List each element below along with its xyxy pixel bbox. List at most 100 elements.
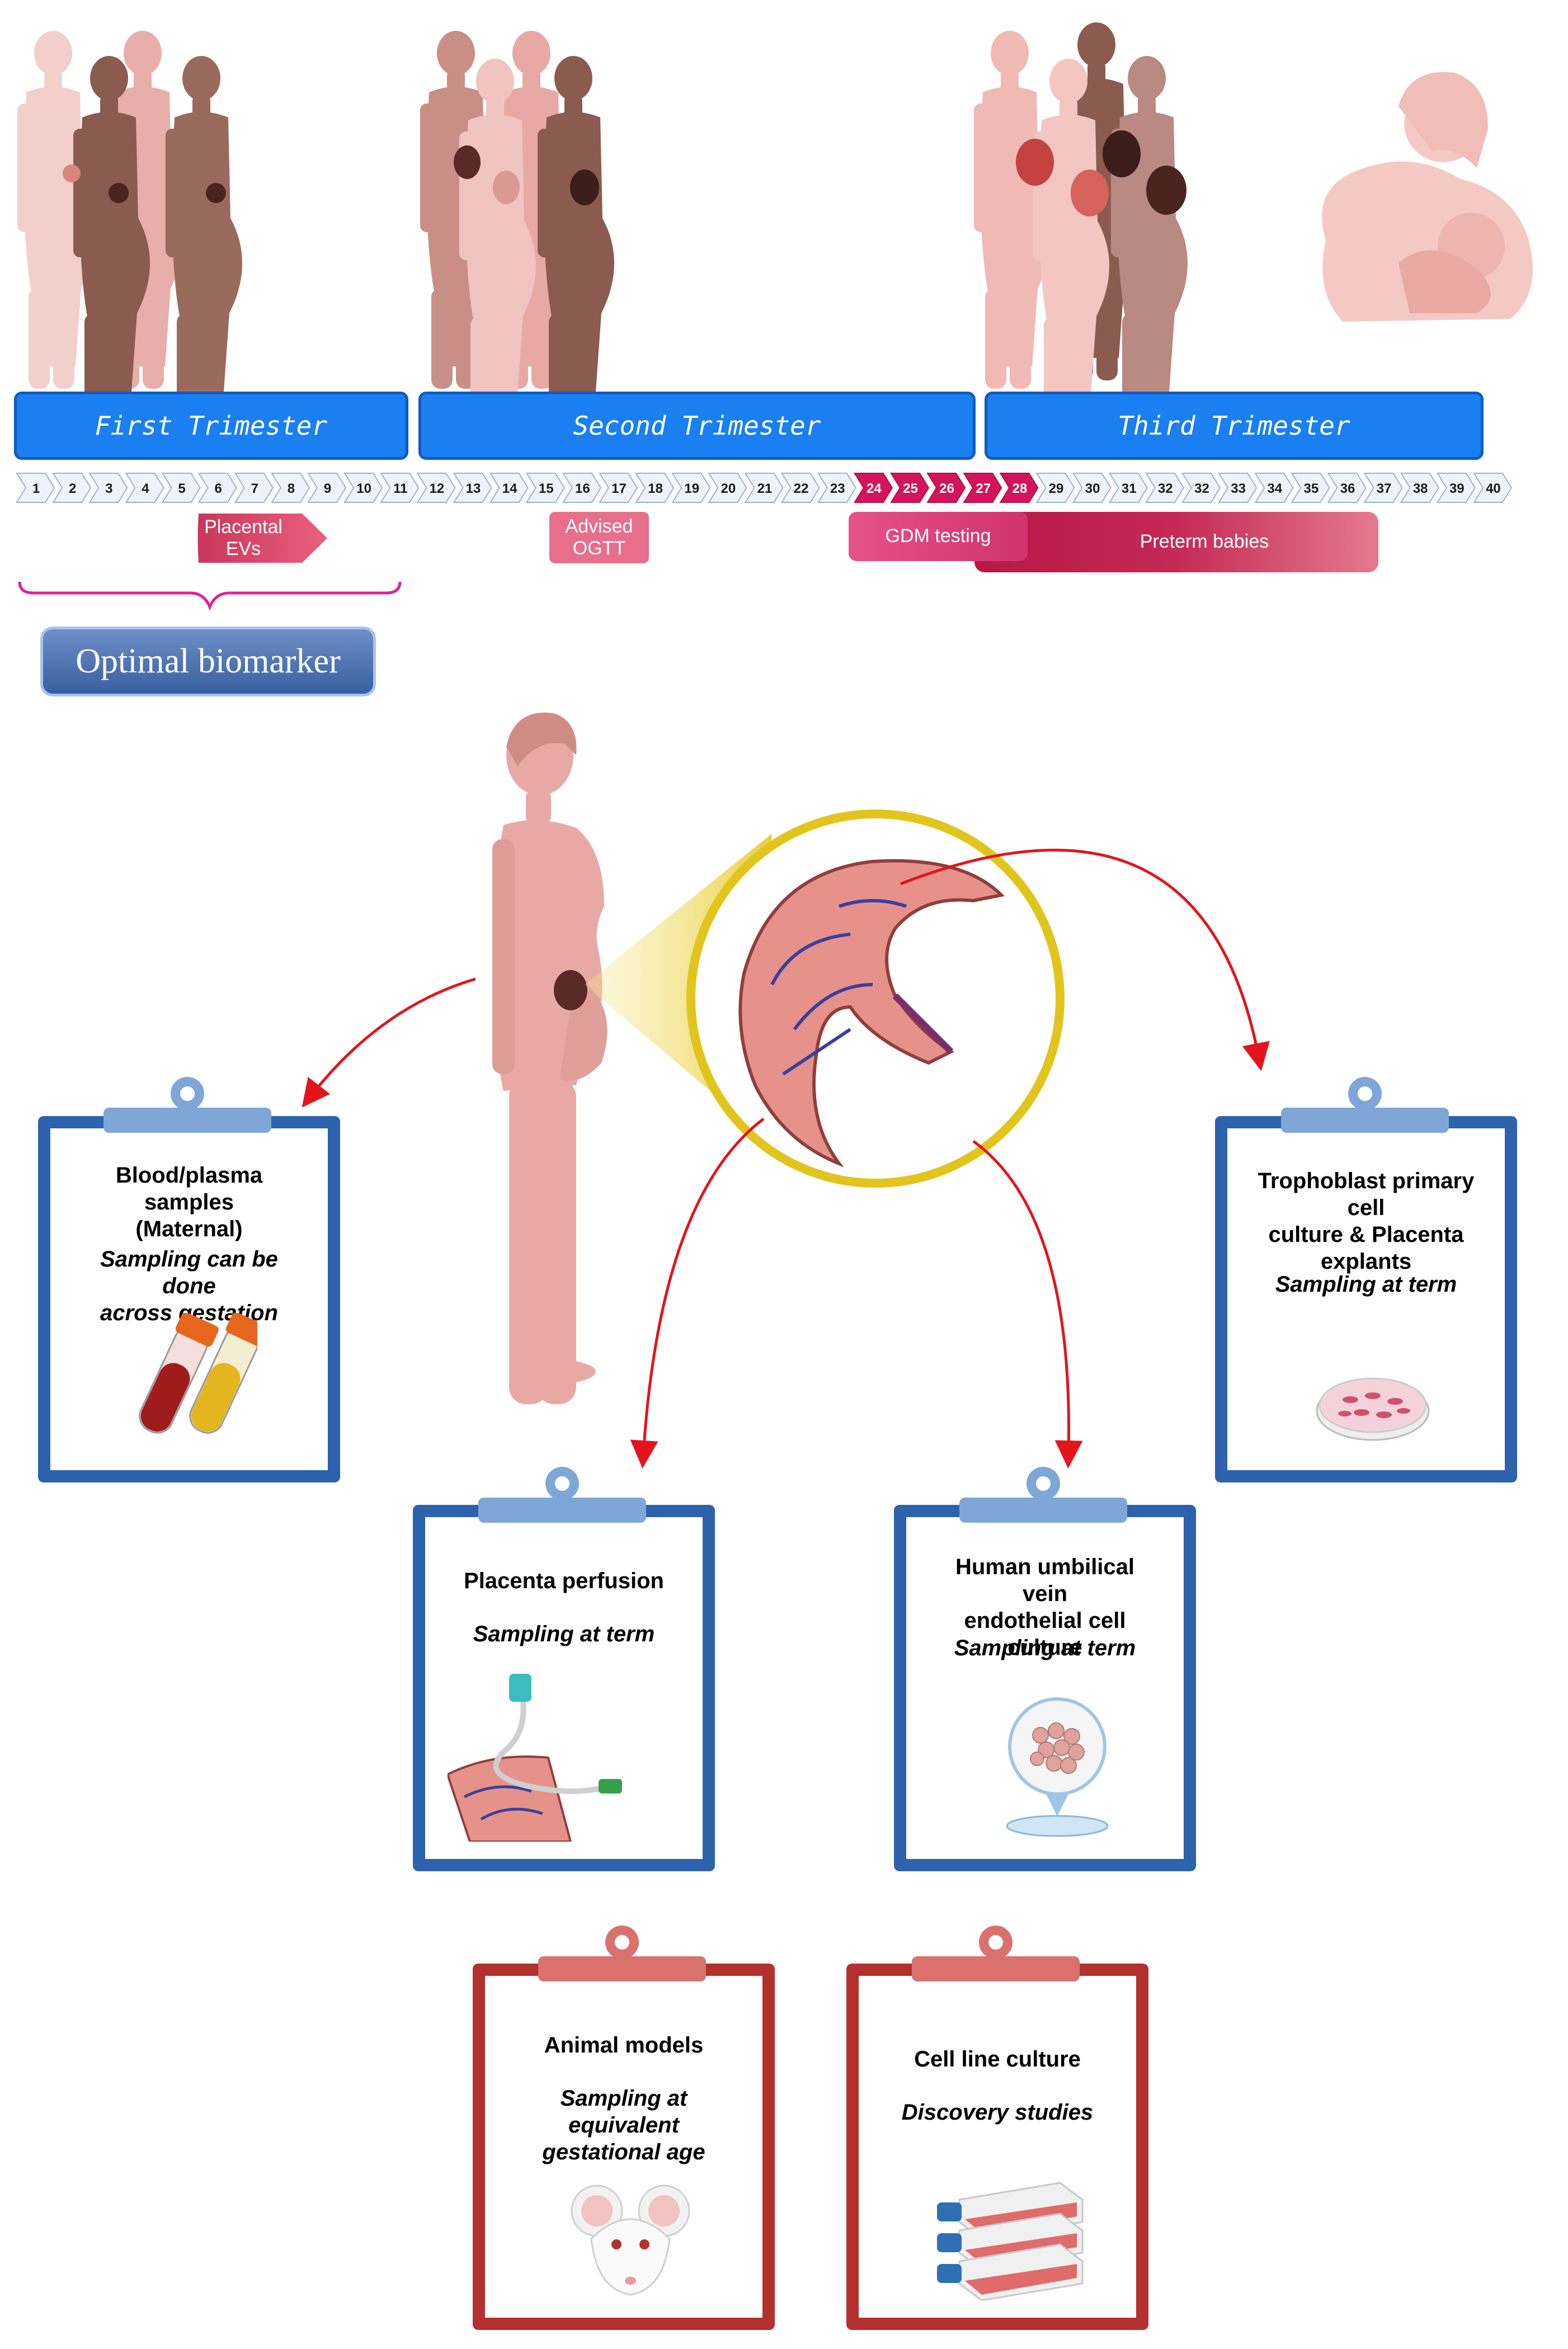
trophoblast-title: Trophoblast primary cell culture & Place… [1258,1169,1475,1274]
arrow-to-blood [302,977,476,1108]
week-chevron [380,473,420,503]
week-chevron [307,473,347,503]
pregnant-woman-icon [492,712,608,1404]
week-chevron [999,473,1039,503]
week-chevron [1291,473,1330,503]
trophoblast-subtitle: Sampling at term [1275,1272,1457,1297]
clipboard-animal-clip [538,1926,706,1981]
week-label: 34 [1267,481,1282,496]
week-label: 37 [1377,481,1392,496]
week-chevron [234,473,274,503]
week-label: 29 [1049,481,1064,496]
week-label: 7 [251,481,258,496]
week-label: 10 [356,481,371,496]
week-chevron [963,473,1002,503]
week-label: 31 [1122,481,1137,496]
week-label: 36 [1340,481,1355,496]
first-trimester-label: First Trimester [95,411,328,441]
week-chevron [635,473,675,503]
clipboard-cellline-clip [912,1926,1080,1981]
week-chevron [780,473,820,503]
perfusion-tubing-icon [448,1674,622,1842]
first-trimester-women [17,31,243,414]
week-label: 40 [1486,481,1501,496]
week-label: 18 [648,481,663,496]
week-label: 14 [502,481,517,496]
optimal-biomarker-label: Optimal biomarker [76,642,341,680]
week-label: 26 [939,481,954,496]
arrow-to-perfusion [630,1118,765,1468]
cell-culture-icon [1006,1697,1109,1837]
week-chevron [817,473,856,503]
week-chevron [453,473,492,503]
third-trimester-bar: Third Trimester [985,392,1484,460]
week-chevron [599,473,638,503]
week-chevron [1436,473,1476,503]
week-chevron [271,473,310,503]
week-chevron [525,473,566,503]
advised-ogtt-badge-bg [549,512,649,563]
first-trimester-bracket [18,581,402,611]
week-label: 28 [1013,481,1028,496]
week-label: 24 [867,481,882,496]
week-label: 21 [757,481,773,496]
week-chevron [1181,473,1221,503]
arrow-to-huvec [972,1140,1083,1468]
week-label: 6 [214,481,222,496]
week-label: 39 [1449,481,1465,496]
culture-flask-icon [937,2182,1084,2300]
week-chevron [1327,473,1367,503]
second-trimester-women [420,31,615,417]
week-chevron [1473,473,1513,503]
preterm-babies-label: Preterm babies [1139,531,1269,553]
advised-ogtt-label: Advised OGTT [565,515,633,559]
week-chevron [854,473,893,503]
week-label: 4 [142,481,149,496]
week-label: 13 [466,481,481,496]
week-label: 20 [721,481,736,496]
perfusion-subtitle: Sampling at term [473,1622,655,1646]
animal-subtitle: Sampling at equivalent gestational age [542,2086,705,2164]
cellline-title: Cell line culture [914,2047,1081,2072]
breastfeeding-mother-icon [1322,72,1533,322]
week-label: 33 [1231,481,1246,496]
huvec-title: Human umbilical vein endothelial cell cu… [955,1555,1135,1660]
clipboard-perfusion: Placenta perfusion Sampling at term [413,1505,715,1871]
week-chevron [489,473,529,503]
week-label: 30 [1085,481,1100,496]
week-chevron [744,473,784,503]
week-chevron [708,473,747,503]
week-label: 11 [393,481,407,496]
week-label: 22 [794,481,809,496]
week-chevron [1363,473,1403,503]
week-label: 2 [69,481,76,496]
week-chevron [1218,473,1258,503]
week-chevron [1145,473,1185,503]
week-label: 27 [976,481,991,496]
week-label: 3 [105,481,112,496]
clipboard-blood: Blood/plasma samples (Maternal) Sampling… [38,1116,340,1482]
clipboard-perfusion-clip [478,1467,646,1523]
week-chevron [1108,473,1148,503]
cellline-subtitle: Discovery studies [901,2100,1094,2125]
second-trimester-label: Second Trimester [573,411,821,441]
week-chevron [1035,473,1075,503]
perfusion-title: Placenta perfusion [464,1569,664,1593]
week-label: 35 [1303,481,1319,496]
week-label: 32 [1158,481,1173,496]
animal-title: Animal models [544,2033,704,2058]
second-trimester-bar: Second Trimester [418,392,976,460]
huvec-subtitle: Sampling at term [954,1636,1136,1660]
third-trimester-women [974,22,1188,417]
week-label: 12 [430,481,445,496]
sampling-illustration [302,712,1270,1468]
week-chevron [926,473,966,503]
blood-tube-icon [139,1313,257,1434]
week-label: 8 [288,481,295,496]
clipboard-animal: Animal models Sampling at equivalent ges… [473,1964,775,2330]
week-label: 38 [1413,481,1428,496]
week-chevron [671,473,711,503]
week-label: 15 [539,481,554,496]
week-chevron [1400,473,1439,503]
